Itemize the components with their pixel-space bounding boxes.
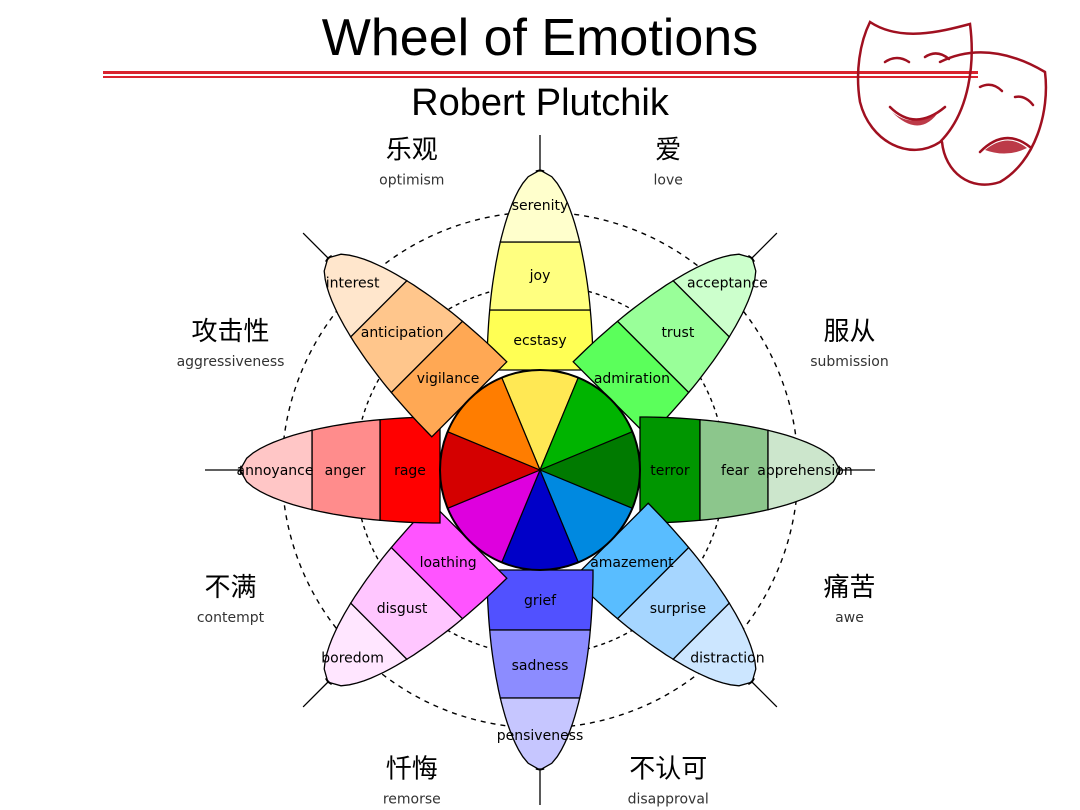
emotion-label: acceptance <box>687 276 768 292</box>
petal-band <box>767 429 841 511</box>
emotion-label: annoyance <box>237 463 314 479</box>
dyad-label-zh: 忏悔 <box>386 755 438 785</box>
emotion-label: pensiveness <box>497 728 584 744</box>
petal-tip <box>748 232 778 262</box>
dyad-label-zh: 不认可 <box>629 755 707 785</box>
dyad-label-en: aggressiveness <box>177 354 285 370</box>
petal-tip <box>535 135 545 172</box>
emotion-label: vigilance <box>417 371 480 387</box>
petal-tip <box>302 232 332 262</box>
petal-band <box>672 602 757 687</box>
emotion-label: ecstasy <box>513 333 566 349</box>
dyad-label-zh: 乐观 <box>386 136 438 166</box>
emotion-label: distraction <box>690 650 764 666</box>
dyad-label-en: submission <box>810 354 889 370</box>
dyad-label-zh: 不满 <box>204 573 256 603</box>
emotion-label: admiration <box>594 371 670 387</box>
dyad-label-zh: 爱 <box>655 136 681 166</box>
emotion-label: fear <box>721 463 749 479</box>
petal-band <box>239 429 313 511</box>
emotion-label: interest <box>326 276 380 292</box>
title-underline-top <box>103 71 978 74</box>
emotion-label: apprehension <box>757 463 852 479</box>
dyad-label-zh: 攻击性 <box>191 317 269 347</box>
emotion-label: amazement <box>590 555 674 571</box>
dyad-label-en: remorse <box>383 792 441 808</box>
petal-tip <box>205 465 242 475</box>
dyad-label-en: disapproval <box>628 792 709 808</box>
petal-tip <box>748 678 778 708</box>
dyad-label-zh: 痛苦 <box>823 573 875 603</box>
petal-band <box>499 169 581 243</box>
petal-tip <box>838 465 875 475</box>
theater-masks-icon <box>856 20 1048 186</box>
emotion-label: anticipation <box>361 325 444 341</box>
petal-tip <box>535 768 545 805</box>
emotion-label: grief <box>524 593 557 609</box>
page-subtitle: Robert Plutchik <box>411 82 669 124</box>
dyad-label-zh: 服从 <box>823 317 875 347</box>
title-underline-bottom <box>103 76 978 78</box>
petal-band <box>323 602 408 687</box>
petal-band <box>499 697 581 771</box>
emotion-label: anger <box>325 463 366 479</box>
dyad-label-en: love <box>654 173 683 189</box>
petal-tip <box>302 678 332 708</box>
emotion-label: boredom <box>321 650 384 666</box>
emotion-label: serenity <box>512 198 569 214</box>
emotion-label: joy <box>529 268 551 284</box>
dyad-label-en: optimism <box>379 173 444 189</box>
emotion-label: disgust <box>377 601 428 617</box>
emotion-label: trust <box>661 325 694 341</box>
emotion-label: terror <box>650 463 690 479</box>
emotion-label: rage <box>394 463 426 479</box>
core-circle <box>439 369 641 571</box>
dyad-label-en: contempt <box>197 610 265 626</box>
dyad-label-en: awe <box>835 610 864 626</box>
petal-band <box>323 253 408 338</box>
petal-band <box>672 253 757 338</box>
emotion-label: surprise <box>650 601 706 617</box>
emotion-label: loathing <box>420 555 477 571</box>
page-title: Wheel of Emotions <box>321 9 759 67</box>
emotion-label: sadness <box>512 658 569 674</box>
